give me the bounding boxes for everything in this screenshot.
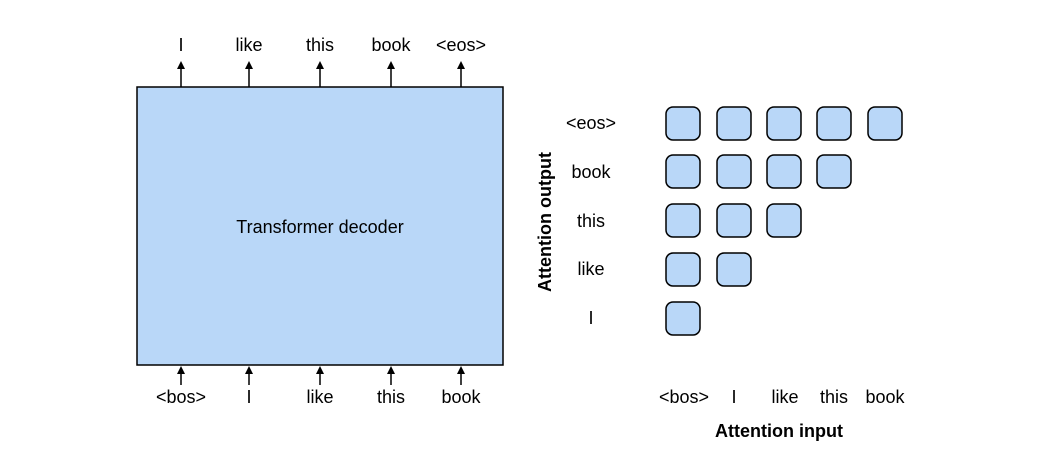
attention-input-axis-label: Attention input	[715, 421, 843, 441]
attention-cell	[716, 252, 752, 287]
column-label: I	[731, 387, 736, 407]
attention-cell	[665, 203, 701, 238]
column-label: <bos>	[659, 387, 709, 407]
attention-cell	[665, 301, 701, 336]
attention-cell	[716, 154, 752, 189]
attention-cell	[766, 203, 802, 238]
column-label: this	[820, 387, 848, 407]
row-label: book	[571, 162, 611, 182]
input-token: I	[246, 387, 251, 407]
attention-cell	[716, 106, 752, 141]
decoder-label: Transformer decoder	[236, 217, 403, 237]
output-token: this	[306, 35, 334, 55]
input-token: this	[377, 387, 405, 407]
attention-cell	[867, 106, 903, 141]
attention-cell	[716, 203, 752, 238]
input-token: like	[306, 387, 333, 407]
output-token: book	[371, 35, 411, 55]
column-label: book	[865, 387, 905, 407]
input-token: <bos>	[156, 387, 206, 407]
column-label: like	[771, 387, 798, 407]
decoder-input-arrows	[177, 366, 465, 385]
row-label: I	[588, 308, 593, 328]
output-token: I	[178, 35, 183, 55]
decoder-box	[136, 86, 504, 366]
attention-output-axis-label: Attention output	[535, 152, 555, 292]
decoder-output-arrows	[177, 61, 465, 87]
decoder-input-tokens: <bos> I like this book	[156, 387, 482, 407]
attention-matrix: Attention output <eos> book this like I …	[535, 106, 906, 441]
attention-cell	[766, 154, 802, 189]
decoder-output-tokens: I like this book <eos>	[178, 35, 486, 55]
attention-cell	[665, 252, 701, 287]
attention-cell	[665, 154, 701, 189]
output-token: <eos>	[436, 35, 486, 55]
output-token: like	[235, 35, 262, 55]
row-label: this	[577, 211, 605, 231]
row-label: <eos>	[566, 113, 616, 133]
decoder-block: Transformer decoder	[136, 86, 504, 366]
input-token: book	[441, 387, 481, 407]
attention-cell	[665, 106, 701, 141]
attention-cell	[816, 106, 852, 141]
attention-cell	[816, 154, 852, 189]
row-label: like	[577, 259, 604, 279]
attention-cell	[766, 106, 802, 141]
